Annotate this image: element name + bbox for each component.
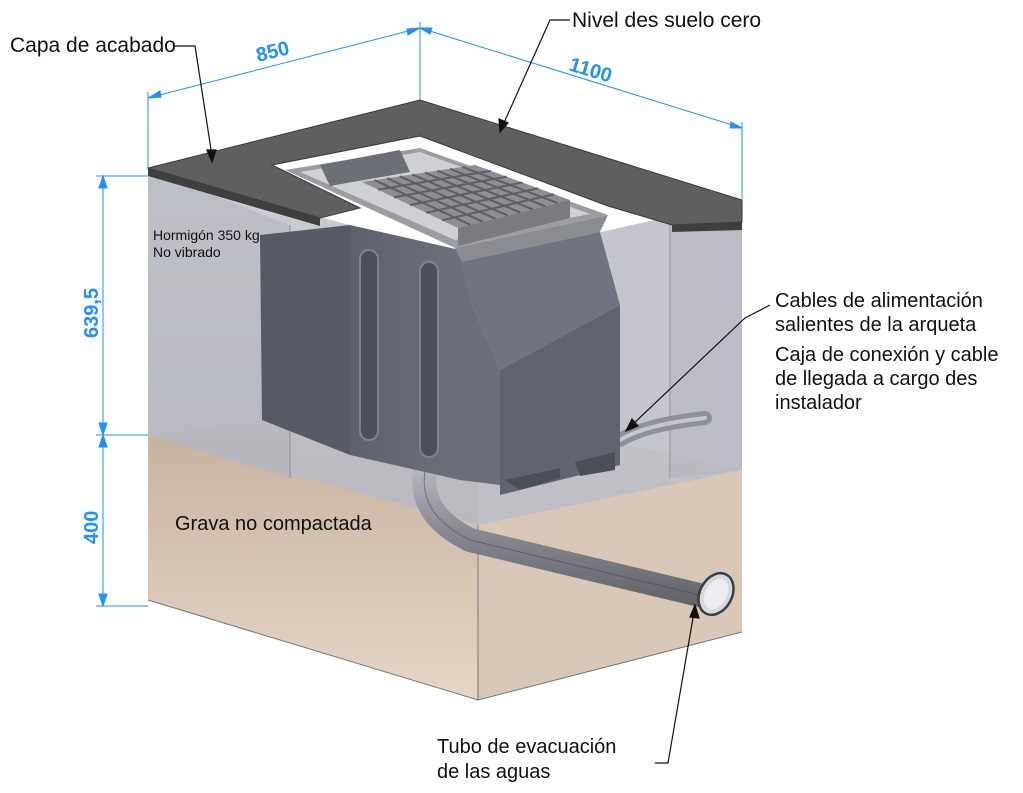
gravel-label: Grava no compactada [175, 513, 373, 535]
dimension-gravel-height: 400 [81, 511, 103, 544]
drain-pipe [412, 468, 735, 617]
dimension-lines [96, 22, 743, 608]
junction-label-line1: Caja de conexión y cable [775, 344, 998, 366]
grate-bar [377, 169, 491, 191]
finish-layer-label: Capa de acabado [10, 34, 176, 57]
cable-conduit [613, 411, 712, 447]
concrete-label-line1: Hormigón 350 kg [153, 227, 260, 243]
drain-label-line2: de las aguas [437, 761, 550, 783]
ground-level-label: Nivel des suelo cero [572, 9, 761, 32]
junction-label-line3: instalador [775, 392, 862, 414]
leader-lines [175, 19, 771, 764]
dimension-concrete-height: 639,5 [81, 288, 103, 338]
dimension-depth: 1100 [567, 54, 615, 88]
box-body [260, 225, 620, 495]
cables-label-line2: salientes de la arqueta [775, 314, 977, 336]
drain-label-line1: Tubo de evacuación [437, 736, 616, 758]
grate-bar [409, 181, 523, 206]
grate-bar [441, 193, 555, 222]
grate-bar [425, 187, 539, 214]
finish-slab [146, 99, 743, 232]
concrete-label-line2: No vibrado [153, 244, 221, 260]
cables-label-line1: Cables de alimentación [775, 290, 983, 312]
grate-bars [374, 165, 558, 226]
grate-bar [393, 175, 507, 199]
junction-label-line2: de llegada a cargo des [775, 368, 977, 390]
